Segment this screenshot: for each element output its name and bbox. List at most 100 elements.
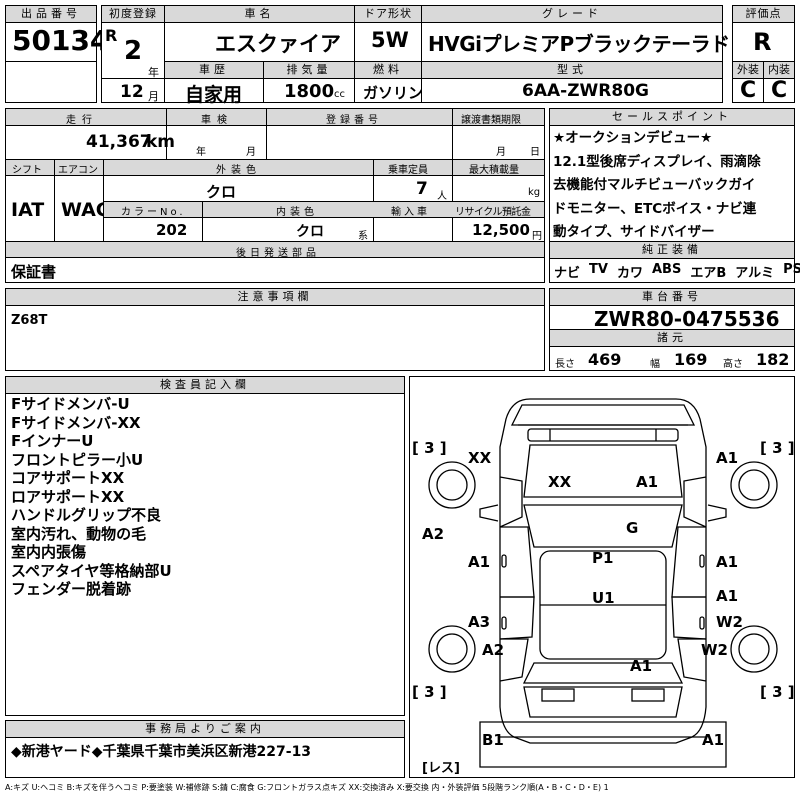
equip-item: ABS bbox=[651, 262, 682, 277]
registration-number-label: 登録番号 bbox=[326, 115, 382, 126]
registration-month: 12 bbox=[120, 82, 144, 102]
sales-line: ★オークションデビュー★ bbox=[553, 130, 713, 146]
mark-right-door-rear: A1 bbox=[716, 587, 739, 605]
max-load-unit: kg bbox=[528, 187, 541, 198]
sales-points-label: セールスポイント bbox=[550, 109, 794, 126]
legend: A:キズ U:ヘコミ B:キズを伴うヘコミ P:要塗装 W:補修跡 S:錆 C:… bbox=[5, 783, 609, 792]
inspector-line: 室内内張傷 bbox=[11, 543, 87, 561]
inspector-line: フェンダー脱着跡 bbox=[11, 580, 132, 598]
office-notice-text: ◆新港ヤード◆千葉県千葉市美浜区新港227-13 bbox=[11, 744, 312, 760]
import-label: 輸入車 bbox=[391, 207, 430, 218]
lot-blank-box bbox=[5, 61, 97, 103]
door-type: 5W bbox=[371, 28, 409, 52]
notes-text: Z68T bbox=[11, 313, 48, 328]
history-box: 車歴 自家用 bbox=[164, 61, 264, 106]
equip-item: アルミ bbox=[735, 266, 775, 281]
mileage-label: 走行 bbox=[66, 115, 98, 126]
mark-hood-right: A1 bbox=[636, 473, 659, 491]
mark-left-door-rear: A3 bbox=[468, 613, 491, 631]
mark-right-door-front: A1 bbox=[716, 553, 739, 571]
displacement-box: 排気量 1800 cc bbox=[263, 61, 355, 103]
interior-grade: C bbox=[771, 78, 788, 103]
sales-points-box: セールスポイント ★オークションデビュー★ 12.1型後席ディスプレイ、雨滴除 … bbox=[549, 108, 795, 242]
inspection-label: 車検 bbox=[201, 115, 233, 126]
era: R bbox=[105, 26, 118, 45]
vehicle-details-block: 走行 車検 登録番号 譲渡書類期限 41,367 km 年 月 月 日 シフト … bbox=[5, 108, 545, 283]
max-load-label: 最大積載量 bbox=[469, 165, 519, 176]
tire-left-rear: [ 3 ] bbox=[412, 683, 447, 701]
displacement: 1800 bbox=[284, 81, 335, 102]
spare-tire: [レス] bbox=[422, 761, 460, 776]
length-label: 長さ bbox=[555, 359, 575, 370]
car-name-label: 車名 bbox=[165, 6, 354, 23]
later-parts: 保証書 bbox=[11, 263, 57, 281]
inspector-line: Fサイドメンバ-U bbox=[11, 395, 130, 413]
mark-roof-front: P1 bbox=[592, 549, 614, 567]
inspector-line: ハンドルグリップ不良 bbox=[11, 506, 162, 524]
transfer-deadline-label: 譲渡書類期限 bbox=[461, 115, 521, 126]
equip-item: ナビ bbox=[554, 266, 581, 281]
interior-color-label: 内装色 bbox=[276, 207, 318, 218]
mark-rear-bumper-left: B1 bbox=[482, 731, 504, 749]
inspector-line: FインナーU bbox=[11, 432, 94, 450]
transfer-day-unit: 日 bbox=[530, 147, 540, 158]
equip-item: カワ bbox=[616, 266, 643, 281]
car-name-box: 車名 エスクァイア bbox=[164, 5, 355, 62]
mark-right-rear-door: W2 bbox=[716, 613, 743, 631]
chassis-number: ZWR80-0475536 bbox=[594, 307, 780, 331]
grade: HVGiプレミアPブラックテーラド bbox=[428, 32, 730, 56]
capacity-label: 乗車定員 bbox=[388, 165, 428, 176]
inspector-line: スペアタイヤ等格納部U bbox=[11, 561, 172, 580]
interior-color: クロ bbox=[296, 224, 324, 240]
rating-box: 評価点 R bbox=[732, 5, 795, 62]
mark-left-fender: A2 bbox=[422, 525, 445, 543]
month-unit: 月 bbox=[148, 90, 159, 103]
exterior-grade: C bbox=[740, 78, 757, 103]
history-label: 車歴 bbox=[165, 62, 263, 79]
color-number: 202 bbox=[156, 221, 188, 239]
history: 自家用 bbox=[185, 84, 243, 106]
mark-right-quarter: W2 bbox=[701, 641, 728, 659]
inspector-line: 室内汚れ、動物の毛 bbox=[11, 524, 147, 543]
exterior-color-label: 外装色 bbox=[216, 165, 261, 176]
shift-label: シフト bbox=[12, 165, 42, 176]
car-name: エスクァイア bbox=[215, 32, 341, 56]
first-registration-box: 初度登録 R 2 年 12 月 bbox=[101, 5, 165, 103]
interior-color-unit: 系 bbox=[358, 231, 368, 242]
door-label: ドア形状 bbox=[355, 6, 421, 23]
model-code-box: 型式 6AA-ZWR80G bbox=[421, 61, 723, 103]
interior-label: 内装 bbox=[764, 62, 794, 79]
mark-front-right: A1 bbox=[716, 449, 739, 467]
tire-right-front: [ 3 ] bbox=[760, 439, 795, 457]
color-number-label: カラーNo. bbox=[121, 207, 186, 218]
mileage-unit: km bbox=[146, 132, 176, 152]
recycle-unit: 円 bbox=[532, 231, 542, 242]
sales-line: 去機能付マルチビューバックガイ bbox=[553, 177, 756, 193]
sales-line: 12.1型後席ディスプレイ、雨滴除 bbox=[553, 153, 761, 170]
equip-item: PS bbox=[783, 262, 800, 277]
door-box: ドア形状 5W bbox=[354, 5, 422, 62]
sales-line: 動タイプ、サイドバイザー bbox=[553, 224, 715, 240]
first-registration-label: 初度登録 bbox=[102, 6, 164, 23]
grade-label: グレード bbox=[422, 6, 722, 23]
lot-number: 50134 bbox=[12, 24, 110, 57]
chassis-box: 車台番号 ZWR80-0475536 bbox=[549, 288, 795, 331]
transfer-month-unit: 月 bbox=[496, 147, 506, 158]
grade-box: グレード HVGiプレミアPブラックテーラド bbox=[421, 5, 730, 62]
inspector-line: ロアサポートXX bbox=[11, 487, 125, 506]
tire-right-rear: [ 3 ] bbox=[760, 683, 795, 701]
notes-label: 注意事項欄 bbox=[6, 289, 544, 306]
exterior-label: 外装 bbox=[733, 62, 763, 79]
exterior-color: クロ bbox=[206, 183, 237, 201]
inspector-box: 検査員記入欄 Fサイドメンバ-U Fサイドメンバ-XX FインナーU フロントピ… bbox=[5, 376, 405, 716]
length: 469 bbox=[588, 350, 622, 369]
interior-box: 内装 C bbox=[763, 61, 795, 103]
capacity: 7 bbox=[416, 179, 428, 199]
aircon: WAC bbox=[61, 199, 110, 221]
aircon-label: エアコン bbox=[58, 165, 98, 176]
exterior-box: 外装 C bbox=[732, 61, 764, 103]
specs-box: 諸元 長さ 469 幅 169 高さ 182 bbox=[549, 329, 795, 371]
mark-left-quarter: A2 bbox=[482, 641, 505, 659]
specs-label: 諸元 bbox=[550, 330, 794, 347]
